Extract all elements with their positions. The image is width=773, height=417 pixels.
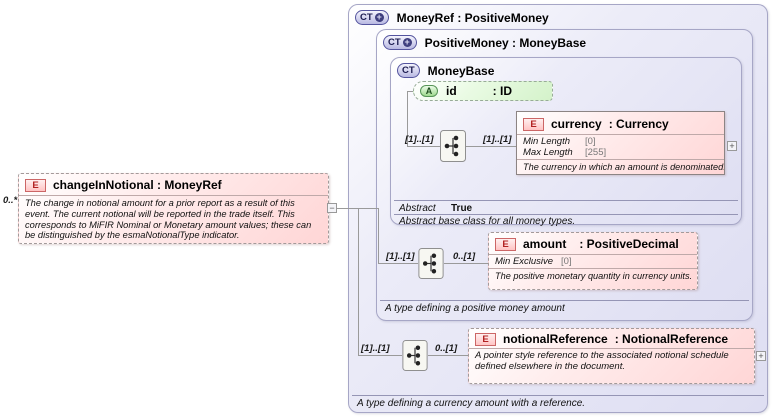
connector-line <box>378 208 379 263</box>
expand-handle[interactable]: + <box>756 351 766 361</box>
attribute-box-id[interactable]: A id : ID <box>413 81 553 101</box>
facet-value: [0] <box>585 136 596 147</box>
element-box-amount[interactable]: E amount : PositiveDecimal Min Exclusive… <box>488 232 698 290</box>
complex-type-header: CT + PositiveMoney : MoneyBase <box>383 35 586 50</box>
cardinality-label: 0..* <box>3 195 18 206</box>
complex-type-badge: CT <box>397 63 420 78</box>
complex-type-badge-label: CT <box>360 12 373 23</box>
cardinality-label: [1]..[1] <box>405 134 434 145</box>
element-badge: E <box>25 178 46 192</box>
sequence-compositor-icon[interactable] <box>418 248 444 279</box>
connector-line <box>358 208 359 355</box>
complex-type-title: MoneyRef : PositiveMoney <box>396 10 549 25</box>
element-header: E changeInNotional : MoneyRef <box>19 174 328 195</box>
facet-value: [0] <box>561 256 572 267</box>
facet-name: Min Exclusive <box>495 256 554 267</box>
element-box-currency[interactable]: E currency : Currency Min Length [0] Max… <box>516 111 725 175</box>
facet-value: [255] <box>585 147 607 158</box>
element-badge: E <box>475 332 496 346</box>
complex-type-title: PositiveMoney : MoneyBase <box>424 35 587 50</box>
facet-row: Min Exclusive [0] <box>495 256 691 267</box>
complex-type-badge-label: CT <box>402 65 415 76</box>
complex-type-badge: CT + <box>383 35 417 50</box>
element-annotation: The change in notional amount for a prio… <box>19 195 328 243</box>
element-type: : NotionalReference <box>614 332 729 346</box>
facet-value: True <box>451 203 473 214</box>
complex-type-header: CT MoneyBase <box>397 63 494 78</box>
element-badge: E <box>495 237 516 251</box>
plus-icon: + <box>402 37 412 47</box>
facets-section: Min Exclusive [0] <box>489 254 697 268</box>
facet-row: Max Length [255] <box>523 147 718 158</box>
element-type: : Currency <box>608 117 669 131</box>
connector-line <box>407 91 414 92</box>
cardinality-label: [1]..[1] <box>361 343 390 354</box>
element-box-changeinnotional[interactable]: E changeInNotional : MoneyRef The change… <box>18 173 329 244</box>
element-header: E notionalReference : NotionalReference <box>469 329 754 348</box>
element-name: amount <box>523 237 567 251</box>
element-annotation: The currency in which an amount is denom… <box>517 159 724 174</box>
facet-name: Min Length <box>523 136 571 147</box>
cardinality-label: [1]..[1] <box>483 134 512 145</box>
attribute-badge: A <box>420 85 438 97</box>
cardinality-label: 0..[1] <box>453 251 476 262</box>
complex-type-annotation: A type defining a currency amount with a… <box>357 398 586 409</box>
element-header: E currency : Currency <box>517 112 724 134</box>
facet-name: Abstract <box>399 203 436 214</box>
element-annotation: The positive monetary quantity in curren… <box>489 268 697 289</box>
facets-section: Min Length [0] Max Length [255] <box>517 134 724 159</box>
connector-line <box>407 91 408 146</box>
cardinality-label: [1]..[1] <box>386 251 415 262</box>
sequence-compositor-icon[interactable] <box>402 340 428 371</box>
element-header: E amount : PositiveDecimal <box>489 233 697 254</box>
connector-line <box>466 146 516 147</box>
expand-handle[interactable]: + <box>727 141 737 151</box>
abstract-facet-row: Abstract True <box>399 203 472 214</box>
element-box-notionalreference[interactable]: E notionalReference : NotionalReference … <box>468 328 755 384</box>
element-name: currency <box>551 117 602 131</box>
collapse-handle[interactable]: − <box>327 203 337 213</box>
facet-name: Max Length <box>523 147 573 158</box>
divider <box>394 200 738 201</box>
connector-line <box>444 263 488 264</box>
element-annotation: A pointer style reference to the associa… <box>469 348 754 383</box>
attribute-type: : ID <box>492 84 513 98</box>
connector-line <box>378 263 418 264</box>
complex-type-badge: CT + <box>355 10 389 25</box>
divider <box>352 395 764 396</box>
complex-type-annotation: Abstract base class for all money types. <box>399 216 576 227</box>
connector-line <box>428 355 468 356</box>
connector-line <box>337 208 378 209</box>
attribute-name: id <box>446 84 457 98</box>
complex-type-badge-label: CT <box>388 37 401 48</box>
cardinality-label: 0..[1] <box>435 343 458 354</box>
element-type: : PositiveDecimal <box>579 237 679 251</box>
plus-icon: + <box>374 12 384 22</box>
complex-type-title: MoneyBase <box>427 63 495 78</box>
divider <box>380 300 749 301</box>
sequence-compositor-icon[interactable] <box>440 130 466 162</box>
element-badge: E <box>523 117 544 131</box>
divider <box>394 214 738 215</box>
complex-type-header: CT + MoneyRef : PositiveMoney <box>355 10 549 25</box>
element-name: notionalReference <box>503 332 608 346</box>
connector-line <box>407 146 440 147</box>
connector-line <box>358 355 402 356</box>
facet-row: Min Length [0] <box>523 136 718 147</box>
complex-type-annotation: A type defining a positive money amount <box>385 303 565 314</box>
element-title: changeInNotional : MoneyRef <box>53 178 222 192</box>
